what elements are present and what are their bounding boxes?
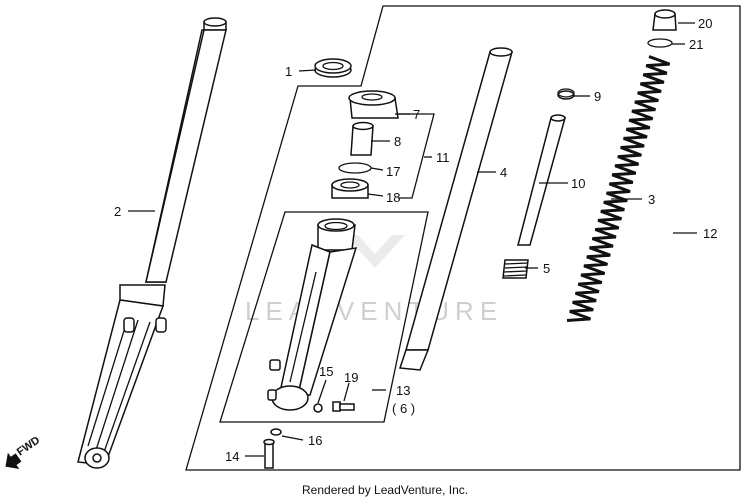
part-16-washer bbox=[270, 428, 282, 436]
render-credit-footer: Rendered by LeadVenture, Inc. bbox=[302, 483, 468, 497]
part-21-o-ring bbox=[647, 38, 673, 48]
callout-21: 21 bbox=[689, 37, 703, 52]
spring-coil bbox=[566, 55, 671, 322]
part-14-socket-bolt bbox=[263, 438, 275, 469]
callout-8: 8 bbox=[394, 134, 401, 149]
part-18-oil-seal bbox=[331, 178, 369, 199]
part-17-circlip bbox=[338, 162, 372, 174]
watermark-logo bbox=[345, 235, 405, 268]
part-5-rebound-spring bbox=[502, 259, 529, 279]
part-1-nut bbox=[314, 58, 352, 78]
callout-12: 12 bbox=[703, 226, 717, 241]
callout-18: 18 bbox=[386, 190, 400, 205]
callout-17: 17 bbox=[386, 164, 400, 179]
part-8-bushing bbox=[350, 121, 374, 156]
part-20-fork-cap-bolt bbox=[652, 9, 677, 31]
watermark-text: LEADVENTURE bbox=[245, 296, 503, 326]
callout-15: 15 bbox=[319, 364, 333, 379]
assembly-frame-outer bbox=[185, 5, 741, 471]
part-19-bolt bbox=[332, 401, 355, 412]
part-13-fork-slider bbox=[267, 218, 358, 411]
part-10-damper-rod bbox=[517, 114, 566, 246]
leader-lines bbox=[128, 22, 697, 457]
callout-14: 14 bbox=[225, 449, 239, 464]
callout-13: 13 bbox=[396, 383, 410, 398]
forward-direction-label: FWD bbox=[15, 434, 42, 458]
callout-16: 16 bbox=[308, 433, 322, 448]
forward-direction-arrow-icon bbox=[5, 452, 22, 470]
part-4-fork-tube bbox=[398, 47, 513, 371]
part-3-fork-spring bbox=[566, 55, 671, 322]
callout-4: 4 bbox=[500, 165, 507, 180]
fork-leg-assembly bbox=[77, 17, 227, 469]
callout-9: 9 bbox=[594, 89, 601, 104]
callout-1: 1 bbox=[285, 64, 292, 79]
part-15-washer bbox=[313, 403, 323, 413]
assembly-frame-inner bbox=[219, 211, 429, 423]
callout-19: 19 bbox=[344, 370, 358, 385]
callout-10: 10 bbox=[571, 176, 585, 191]
callout-20: 20 bbox=[698, 16, 712, 31]
callout-3: 3 bbox=[648, 192, 655, 207]
callout-13-quantity: ( 6 ) bbox=[392, 401, 415, 416]
callout-5: 5 bbox=[543, 261, 550, 276]
callout-7: 7 bbox=[413, 107, 420, 122]
part-9-piston-ring bbox=[557, 88, 575, 100]
part-7-dust-seal bbox=[348, 90, 399, 119]
callout-2: 2 bbox=[114, 204, 121, 219]
callout-11: 11 bbox=[436, 150, 450, 165]
